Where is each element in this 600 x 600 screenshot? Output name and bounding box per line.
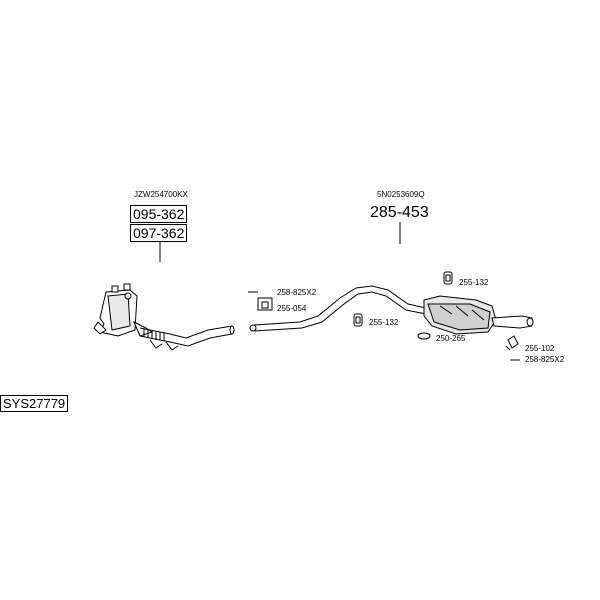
front-pipe <box>169 325 235 347</box>
bracket-right-icon <box>505 335 519 351</box>
system-id-label: SYS27779 <box>0 395 69 412</box>
callout-clamp-right[interactable]: 258-825X2 <box>525 355 565 364</box>
rear-silencer <box>423 295 534 335</box>
callout-gasket-ring[interactable]: 250-265 <box>436 334 466 343</box>
callout-bracket-right[interactable]: 255-102 <box>525 344 555 353</box>
oem-ref-dpf: JZW254700KX <box>134 190 188 199</box>
dpf-converter <box>93 283 154 337</box>
callout-clamp-left[interactable]: 258-825X2 <box>277 288 317 297</box>
part-number-285-453[interactable]: 285-453 <box>370 204 429 221</box>
flex-pipe <box>139 327 179 351</box>
part-number-097-362[interactable]: 097-362 <box>130 224 188 242</box>
callout-rubber-mid[interactable]: 255-132 <box>369 318 399 327</box>
hanger-left-icon <box>257 297 273 311</box>
gasket-ring-icon <box>417 332 431 340</box>
callout-rubber-right-top[interactable]: 255-132 <box>459 278 489 287</box>
rubber-mount-mid-icon <box>353 313 363 327</box>
oem-ref-silencer: 5N0253609Q <box>377 190 425 199</box>
callout-hanger-left[interactable]: 255-054 <box>277 304 307 313</box>
rubber-mount-top-icon <box>443 271 453 285</box>
middle-pipe <box>249 285 427 332</box>
part-number-095-362[interactable]: 095-362 <box>130 205 188 223</box>
